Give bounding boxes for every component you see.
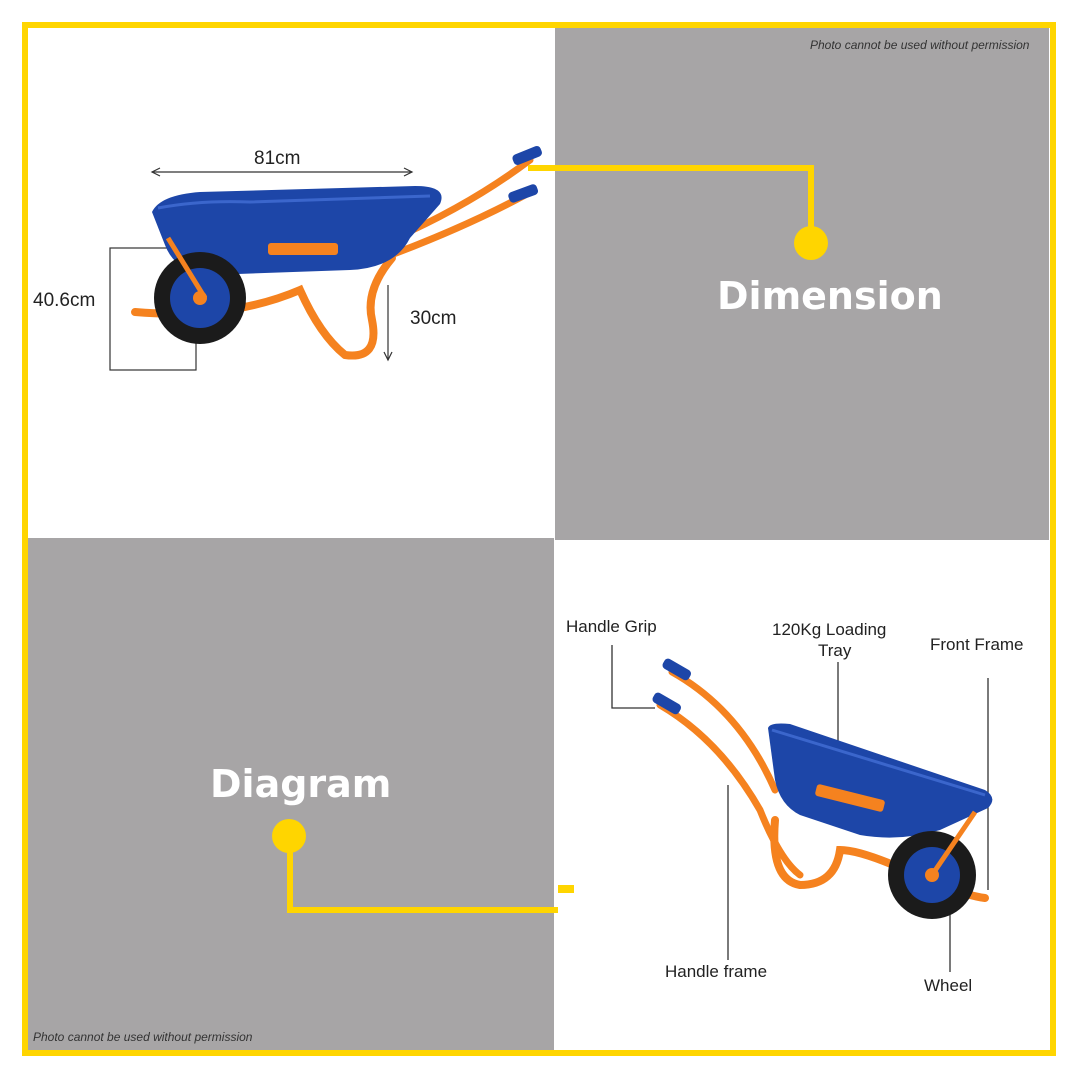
diagram-title: Diagram (210, 762, 392, 806)
handle-frame-label: Handle frame (665, 962, 768, 981)
tray-label-line2: Tray (818, 641, 852, 660)
watermark-top: Photo cannot be used without permission (810, 38, 1030, 52)
wheelbarrow-top-wheel (154, 236, 246, 344)
height-label: 40.6cm (33, 290, 96, 311)
yellow-frame (22, 22, 1056, 1056)
diagram-connector-tick (558, 885, 574, 893)
front-frame-label: Front Frame (930, 635, 1024, 654)
depth-label: 30cm (410, 308, 457, 329)
diagram-connector-line (287, 838, 558, 913)
length-label: 81cm (254, 148, 301, 169)
wheelbarrow-top-tray (152, 186, 442, 275)
grey-panel-top-right (555, 28, 1049, 540)
handle-grip-label: Handle Grip (566, 617, 657, 636)
tray-logo-diagram (815, 784, 885, 812)
diagram-connector-dot (272, 819, 306, 853)
grey-panel-bottom-left (28, 538, 554, 1050)
tray-logo-top (268, 243, 338, 255)
wheelbarrow-diagram-tray (768, 723, 993, 838)
wheelbarrow-diagram-wheel (888, 810, 978, 919)
diagram-leader-lines (611, 645, 989, 972)
dimension-connector-dot (794, 226, 828, 260)
dimension-connector-line (528, 165, 814, 240)
dimension-title: Dimension (717, 274, 943, 318)
wheelbarrow-diagram-handles (652, 658, 804, 879)
tray-label-line1: 120Kg Loading (772, 620, 887, 639)
wheel-label: Wheel (924, 976, 973, 995)
watermark-bottom: Photo cannot be used without permission (33, 1030, 253, 1044)
